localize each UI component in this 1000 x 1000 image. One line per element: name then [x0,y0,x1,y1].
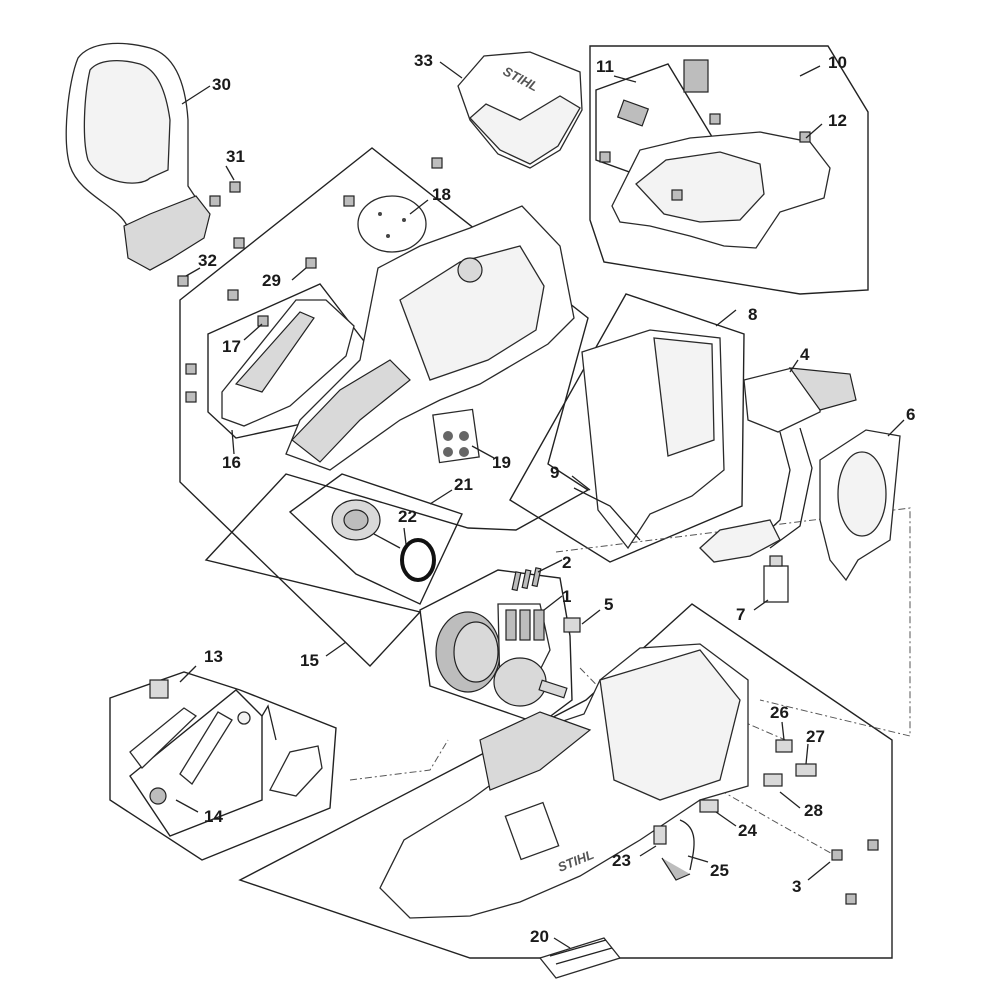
group-frames [109,45,893,959]
screws [177,113,879,905]
part-main-housing [285,205,575,471]
callout-25: 25 [710,861,729,880]
part-oil-pump [331,499,436,582]
callout-11: 11 [596,57,614,76]
part-cover-shroud [611,59,831,249]
callout-8: 8 [748,305,757,324]
frame-cover-group [589,45,869,295]
callout-16: 16 [222,453,241,472]
part-trigger-set [129,679,323,805]
callout-30: 30 [212,75,231,94]
callout-21: 21 [454,475,473,494]
callout-31: 31 [226,147,245,166]
part-ignition-module [743,367,857,549]
frame-housing-group [179,147,590,668]
callout-24: 24 [738,821,757,840]
callout-18: 18 [432,185,451,204]
callout-4: 4 [800,345,810,364]
callout-23: 23 [612,851,631,870]
part-disc [357,195,427,253]
callout-29: 29 [262,271,281,290]
callout-27: 27 [806,727,825,746]
callout-labels: 30 31 32 33 11 10 12 18 29 17 16 19 21 2… [198,51,915,946]
part-crankcase: STIHL [379,643,749,919]
part-side-plate [221,299,355,427]
part-top-cover: STIHL [457,51,583,169]
callout-1: 1 [562,587,571,606]
callout-33: 33 [414,51,433,70]
callout-19: 19 [492,453,511,472]
callout-10: 10 [828,53,847,72]
callout-15: 15 [300,651,319,670]
part-handlebar [65,42,211,271]
callout-5: 5 [604,595,613,614]
callout-32: 32 [198,251,217,270]
part-fan-cover [819,429,901,582]
leader-lines [175,61,905,949]
part-flywheel [435,567,581,707]
callout-6: 6 [906,405,915,424]
part-terminal [563,617,581,633]
part-label-card [538,937,622,979]
callout-9: 9 [550,463,559,482]
callout-20: 20 [530,927,549,946]
part-switch [699,519,789,603]
part-warning-label [432,408,480,464]
part-carb-box [573,329,725,550]
frame-trigger-group [109,671,337,861]
frame-trigger-inner [129,689,263,837]
callout-28: 28 [804,801,823,820]
callout-26: 26 [770,703,789,722]
frame-carb-box-group [509,293,745,563]
callout-12: 12 [828,111,847,130]
callout-22: 22 [398,507,417,526]
callout-2: 2 [562,553,571,572]
cover-clip [683,59,709,93]
callout-14: 14 [204,807,223,826]
frame-engine-group [419,569,573,725]
callout-7: 7 [736,605,745,624]
callout-3: 3 [792,877,801,896]
callout-13: 13 [204,647,223,666]
frame-oil-pump-group [288,473,463,605]
callout-17: 17 [222,337,241,356]
o-ring [400,538,436,582]
